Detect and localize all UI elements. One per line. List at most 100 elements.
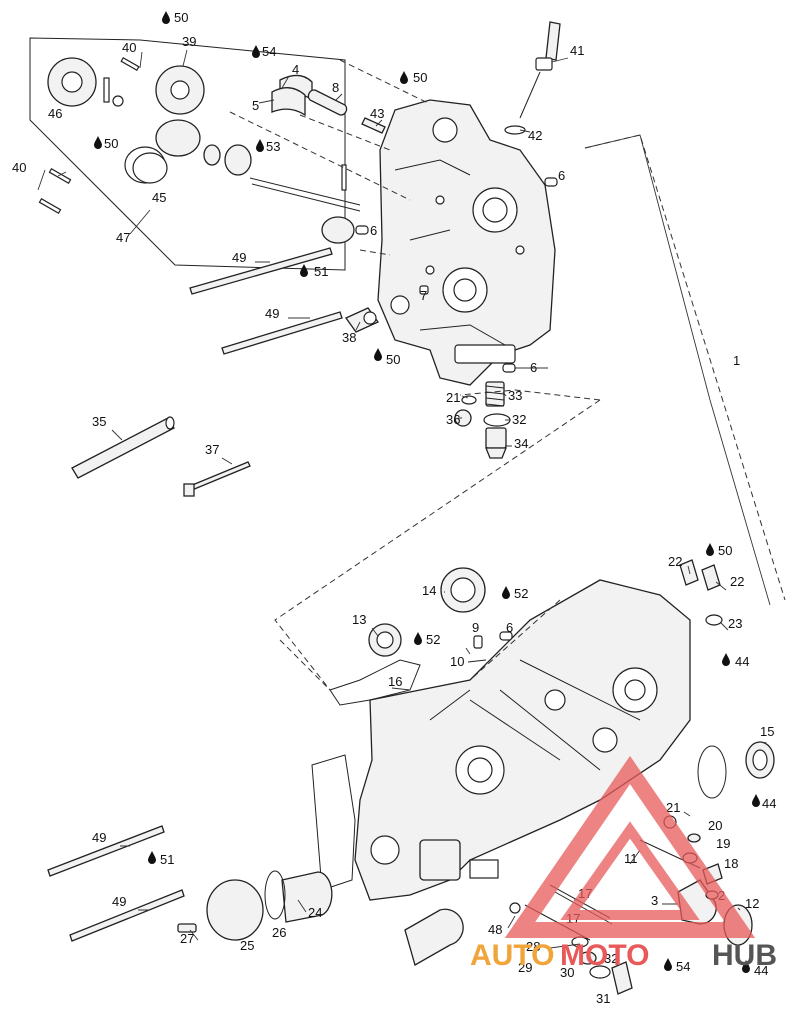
label-44c: 44 — [754, 963, 768, 978]
label-22a: 22 — [668, 554, 682, 569]
label-44b: 44 — [762, 796, 776, 811]
label-20: 20 — [708, 818, 722, 833]
label-39: 39 — [182, 34, 196, 49]
label-21b: 21 — [666, 800, 680, 815]
label-34: 34 — [514, 436, 528, 451]
label-48: 48 — [488, 922, 502, 937]
label-53: 53 — [266, 139, 280, 154]
label-52a: 52 — [514, 586, 528, 601]
label-13: 13 — [352, 612, 366, 627]
label-14: 14 — [422, 583, 436, 598]
clip-23 — [705, 614, 723, 626]
label-7: 7 — [420, 288, 427, 303]
label-31: 31 — [596, 991, 610, 1006]
upper-crankcase-half — [377, 99, 556, 386]
label-24: 24 — [308, 905, 322, 920]
label-32a: 32 — [512, 412, 526, 427]
label-3: 3 — [651, 893, 658, 908]
stud-49-upper-a — [189, 247, 333, 295]
label-6d: 6 — [506, 620, 513, 635]
label-46: 46 — [48, 106, 62, 121]
label-27: 27 — [180, 931, 194, 946]
dowel-7 — [419, 285, 429, 295]
dowel-6b — [355, 225, 369, 235]
label-45: 45 — [152, 190, 166, 205]
pin-10 — [467, 659, 487, 663]
dowel-6d — [499, 631, 513, 641]
bearing-shells — [271, 74, 313, 117]
stud-49-upper-b — [221, 311, 343, 355]
label-19: 19 — [716, 836, 730, 851]
label-4: 4 — [292, 62, 299, 77]
label-38: 38 — [342, 330, 356, 345]
label-28: 28 — [526, 939, 540, 954]
label-23: 23 — [728, 616, 742, 631]
label-47: 47 — [116, 230, 130, 245]
label-37: 37 — [205, 442, 219, 457]
bracket-1 — [584, 134, 771, 606]
label-18: 18 — [724, 856, 738, 871]
label-50e: 50 — [718, 543, 732, 558]
label-30: 30 — [560, 965, 574, 980]
label-25: 25 — [240, 938, 254, 953]
sensor-38 — [345, 307, 379, 333]
label-40b: 40 — [12, 160, 26, 175]
label-52b: 52 — [426, 632, 440, 647]
label-29: 29 — [518, 960, 532, 975]
drain-plug-stack-upper — [454, 381, 511, 459]
label-49a: 49 — [232, 250, 246, 265]
lower-crankcase-half — [354, 579, 691, 966]
watermark-hub: HUB — [712, 939, 777, 972]
label-50d: 50 — [386, 352, 400, 367]
label-26: 26 — [272, 925, 286, 940]
label-15: 15 — [760, 724, 774, 739]
label-21a: 21 — [446, 390, 460, 405]
screws-22 — [679, 559, 721, 591]
label-12: 12 — [745, 896, 759, 911]
oil-filter-group — [177, 870, 333, 941]
pin-8 — [307, 89, 348, 116]
label-51b: 51 — [160, 852, 174, 867]
label-36: 36 — [446, 412, 460, 427]
label-8: 8 — [332, 80, 339, 95]
tube-35 — [71, 416, 175, 479]
label-50c: 50 — [104, 136, 118, 151]
label-32b: 32 — [604, 951, 618, 966]
o-ring-right — [697, 745, 727, 799]
gasket-16 — [329, 659, 421, 706]
assembly-dashes — [229, 59, 786, 691]
watermark-logo: AUTO MOTO HUB — [470, 755, 777, 972]
label-1: 1 — [733, 353, 740, 368]
stud-49-lower-a — [47, 825, 165, 877]
label-51a: 51 — [314, 264, 328, 279]
dowel-6a — [544, 177, 558, 187]
label-35: 35 — [92, 414, 106, 429]
gasket-left — [311, 754, 356, 891]
washer-48 — [509, 902, 521, 914]
label-10: 10 — [450, 654, 464, 669]
pin-9 — [473, 635, 483, 649]
label-49c: 49 — [92, 830, 106, 845]
label-9: 9 — [472, 620, 479, 635]
label-5: 5 — [252, 98, 259, 113]
oil-pump-assembly — [29, 37, 361, 271]
watermark-auto: AUTO — [470, 939, 554, 972]
label-33: 33 — [508, 388, 522, 403]
label-6a: 6 — [558, 168, 565, 183]
label-50b: 50 — [413, 70, 427, 85]
drain-plug-stack-lower — [571, 936, 633, 995]
label-50: 50 — [174, 10, 188, 25]
cable-tie-37 — [183, 461, 251, 497]
label-49d: 49 — [112, 894, 126, 909]
dowel-6c — [502, 363, 516, 373]
label-22b: 22 — [730, 574, 744, 589]
label-43: 43 — [370, 106, 384, 121]
label-11: 11 — [624, 851, 638, 866]
label-49b: 49 — [265, 306, 279, 321]
label-54: 54 — [262, 44, 276, 59]
bearing-14 — [440, 567, 486, 613]
label-16: 16 — [388, 674, 402, 689]
watermark-moto: MOTO — [560, 939, 649, 972]
label-6c: 6 — [530, 360, 537, 375]
stud-49-lower-b — [69, 889, 185, 942]
